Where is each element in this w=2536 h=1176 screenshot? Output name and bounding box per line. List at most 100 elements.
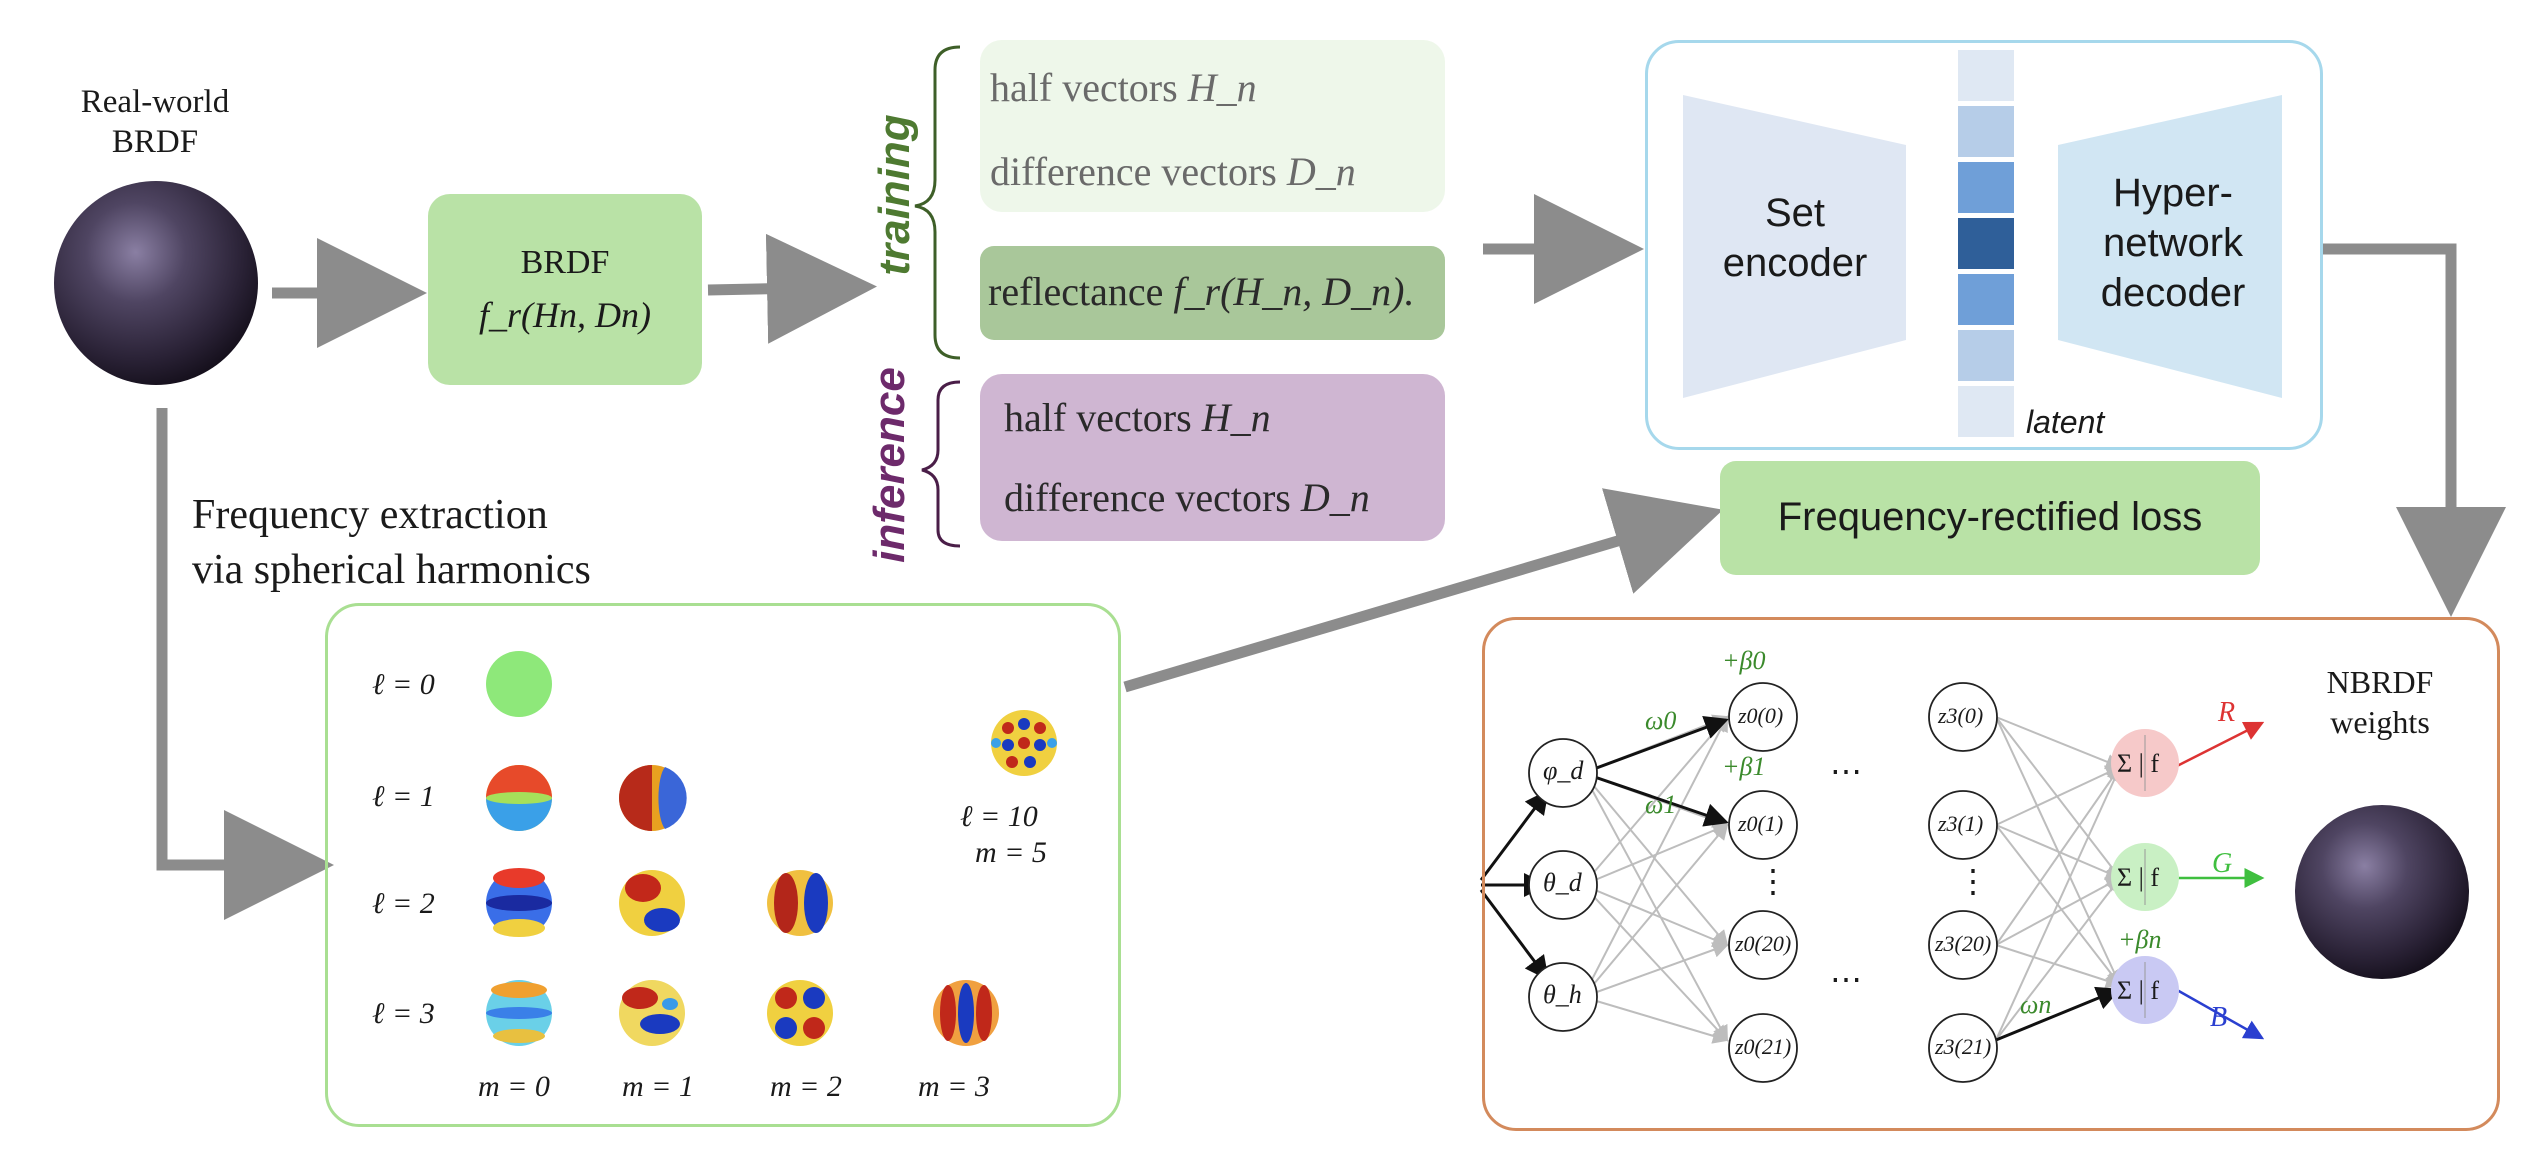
network-nodes — [1528, 682, 1998, 1083]
layer0-node-label: z0(0) — [1738, 703, 1784, 728]
sh-col-label-2: m = 2 — [770, 1070, 842, 1103]
loss-box: Frequency-rectified loss — [1720, 461, 2260, 575]
latent-block — [1958, 386, 2014, 437]
layer0-node — [1728, 1013, 1798, 1083]
output-arrow-b — [2176, 988, 2265, 1040]
output-label-g: G — [2212, 848, 2233, 879]
input-node-label-1: θ_d — [1543, 868, 1582, 897]
training-difference-vectors-symbol: D_n — [1286, 149, 1356, 194]
layer3-node — [1928, 682, 1998, 752]
layer3-node-label: z3(1) — [1938, 811, 1984, 836]
sh-sphere-l10-m5 — [991, 710, 1057, 776]
reflectance-formula: f_r(H_n, D_n). — [1173, 269, 1415, 314]
latent-block — [1958, 330, 2014, 381]
layer3-node-label: z3(0) — [1938, 703, 1984, 728]
sh-extra-m-label: m = 5 — [975, 836, 1047, 869]
vertical-dots-layer0: ⋮ — [1757, 863, 1789, 899]
inference-brace — [921, 380, 961, 548]
network-black-edges — [1479, 716, 2121, 1042]
input-node-theta-d — [1528, 850, 1598, 920]
training-half-vectors-symbol: H_n — [1187, 65, 1257, 110]
horizontal-dots-top: ⋯ — [1830, 753, 1862, 789]
arrow-sphere-down-to-sh — [156, 408, 334, 920]
arrow-model-to-net — [2320, 243, 2506, 617]
sh-row-label-0: ℓ = 0 — [372, 668, 435, 701]
sh-col-label-3: m = 3 — [918, 1070, 990, 1103]
output-arrow-r — [2176, 721, 2265, 768]
bias-label-1: +β1 — [1722, 752, 1766, 781]
set-encoder-text: Set encoder — [1722, 191, 1868, 285]
nbrdf-line2: weights — [2330, 704, 2430, 740]
brdf-box: BRDF f_r(Hn, Dn) — [428, 194, 702, 385]
sh-sphere-l2-m0 — [486, 868, 552, 937]
layer3-node — [1928, 1013, 1998, 1083]
sh-sphere-l3-m1 — [619, 980, 685, 1046]
latent-block — [1958, 218, 2014, 269]
loss-text: Frequency-rectified loss — [1777, 495, 2203, 539]
sh-sphere-grid — [486, 651, 1057, 1046]
training-difference-vectors: difference vectors D_n — [990, 148, 1356, 195]
inference-difference-vectors: difference vectors D_n — [1004, 474, 1370, 521]
inference-half-vectors-text: half vectors — [1004, 395, 1192, 440]
sh-extra-l-label: ℓ = 10 — [960, 800, 1038, 833]
arrow-sh-to-loss — [1123, 488, 1724, 693]
latent-block — [1958, 274, 2014, 325]
layer3-node — [1928, 790, 1998, 860]
brdf-box-formula: f_r(Hn, Dn) — [479, 295, 651, 335]
output-label-r: R — [2218, 697, 2236, 728]
sh-sphere-l3-m2 — [767, 980, 833, 1046]
model-box — [1645, 40, 2323, 450]
set-encoder-shape — [1683, 95, 1906, 398]
inference-difference-vectors-text: difference vectors — [1004, 475, 1291, 520]
sh-sphere-l3-m0 — [486, 980, 552, 1046]
output-node-sum-b: Σ | f — [2117, 976, 2159, 1005]
sh-row-label-1: ℓ = 1 — [372, 780, 435, 813]
reflectance-row: reflectance f_r(H_n, D_n). — [988, 268, 1414, 315]
horizontal-dots-bottom: ⋯ — [1830, 961, 1862, 997]
sh-sphere-l1-m1 — [619, 765, 687, 831]
decoder-line2: network — [2102, 221, 2244, 265]
layer0-node-label: z0(21) — [1735, 1034, 1792, 1059]
bias-label-0: +β0 — [1722, 646, 1766, 675]
sh-sphere-l2-m2 — [767, 870, 833, 936]
weight-label-0: ω0 — [1645, 706, 1677, 735]
sh-col-label-1: m = 1 — [622, 1070, 694, 1103]
reflectance-text: reflectance — [988, 269, 1164, 314]
sh-sphere-l1-m0 — [486, 765, 552, 831]
nbrdf-weights-label: NBRDF weights — [2290, 662, 2470, 742]
bias-label-n: +βn — [2118, 925, 2162, 954]
layer0-node — [1728, 682, 1798, 752]
inference-label: inference — [865, 367, 914, 563]
decoder-line3: decoder — [2100, 271, 2246, 315]
arrow-brdf-to-training — [707, 233, 877, 344]
brdf-box-title: BRDF — [520, 244, 610, 281]
inference-difference-vectors-symbol: D_n — [1300, 475, 1370, 520]
input-title-line1: Real-world — [80, 84, 230, 120]
latent-block — [1958, 106, 2014, 157]
freq-line2: via spherical harmonics — [192, 547, 591, 593]
inference-inputs-box: half vectors H_n difference vectors D_n — [980, 374, 1445, 541]
hypernetwork-decoder-shape — [2058, 95, 2282, 398]
training-label: training — [870, 114, 919, 276]
sh-row-label-3: ℓ = 3 — [372, 997, 435, 1030]
nbrdf-line1: NBRDF — [2326, 664, 2434, 700]
sh-sphere-l2-m1 — [619, 870, 685, 936]
input-node-label-2: θ_h — [1543, 980, 1582, 1009]
inference-half-vectors: half vectors H_n — [1004, 394, 1271, 441]
latent-block — [1958, 50, 2014, 101]
latent-block — [1958, 162, 2014, 213]
output-label-b: B — [2210, 1002, 2228, 1033]
layer0-node — [1728, 910, 1798, 980]
training-half-vectors: half vectors H_n — [990, 64, 1257, 111]
training-inputs-box: half vectors H_n difference vectors D_n — [980, 40, 1445, 212]
input-title: Real-world BRDF — [40, 82, 270, 162]
sh-sphere-l3-m3 — [933, 980, 999, 1046]
freq-line1: Frequency extraction — [192, 492, 548, 538]
output-nodes — [2111, 729, 2179, 1024]
output-node-sum-r: Σ | f — [2117, 749, 2159, 778]
training-brace — [914, 45, 961, 360]
output-node-sum-g: Σ | f — [2117, 863, 2159, 892]
set-encoder-label: Set encoder — [1700, 188, 1890, 288]
reflectance-box: reflectance f_r(H_n, D_n). — [980, 246, 1445, 340]
